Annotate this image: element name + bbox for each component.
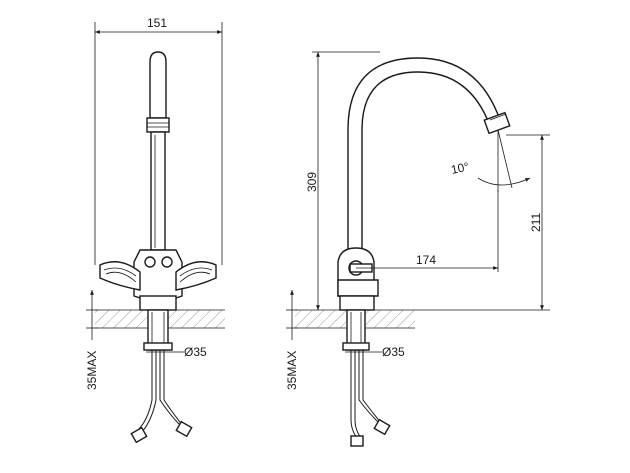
side-hole-label: Ø35 (382, 345, 405, 359)
side-body (337, 247, 379, 311)
side-spout-height-dimension: 211 (415, 134, 550, 311)
side-mount-label: 35MAX (285, 351, 299, 390)
side-angle-dimension: 10° (450, 129, 531, 192)
front-mount-dimension: 35MAX (85, 290, 99, 390)
front-flexible-hoses (130, 350, 193, 444)
front-width-label: 151 (147, 16, 167, 30)
side-shank (342, 309, 370, 351)
front-shank (143, 309, 173, 351)
front-mount-label: 35MAX (85, 351, 99, 390)
front-hole-label: Ø35 (184, 345, 207, 359)
front-left-handle (99, 261, 141, 291)
side-reach-label: 174 (416, 253, 436, 267)
side-hole-dimension: Ø35 (345, 345, 405, 359)
side-reach-dimension: 174 (356, 190, 499, 272)
side-gooseneck-spout (347, 57, 511, 251)
side-height-label: 309 (305, 172, 319, 192)
front-width-dimension: 151 (94, 16, 223, 265)
side-spout-height-label: 211 (529, 213, 543, 232)
front-body (133, 249, 183, 311)
side-height-dimension: 309 (305, 51, 380, 310)
front-hole-dimension: Ø35 (146, 345, 207, 359)
side-view: 309 (285, 51, 550, 447)
side-angle-label: 10° (450, 159, 471, 177)
front-view: 151 (85, 16, 225, 444)
front-spout (146, 51, 170, 251)
front-right-handle (175, 261, 217, 291)
side-flexible-hoses (350, 350, 391, 447)
side-mount-dimension: 35MAX (285, 290, 299, 390)
